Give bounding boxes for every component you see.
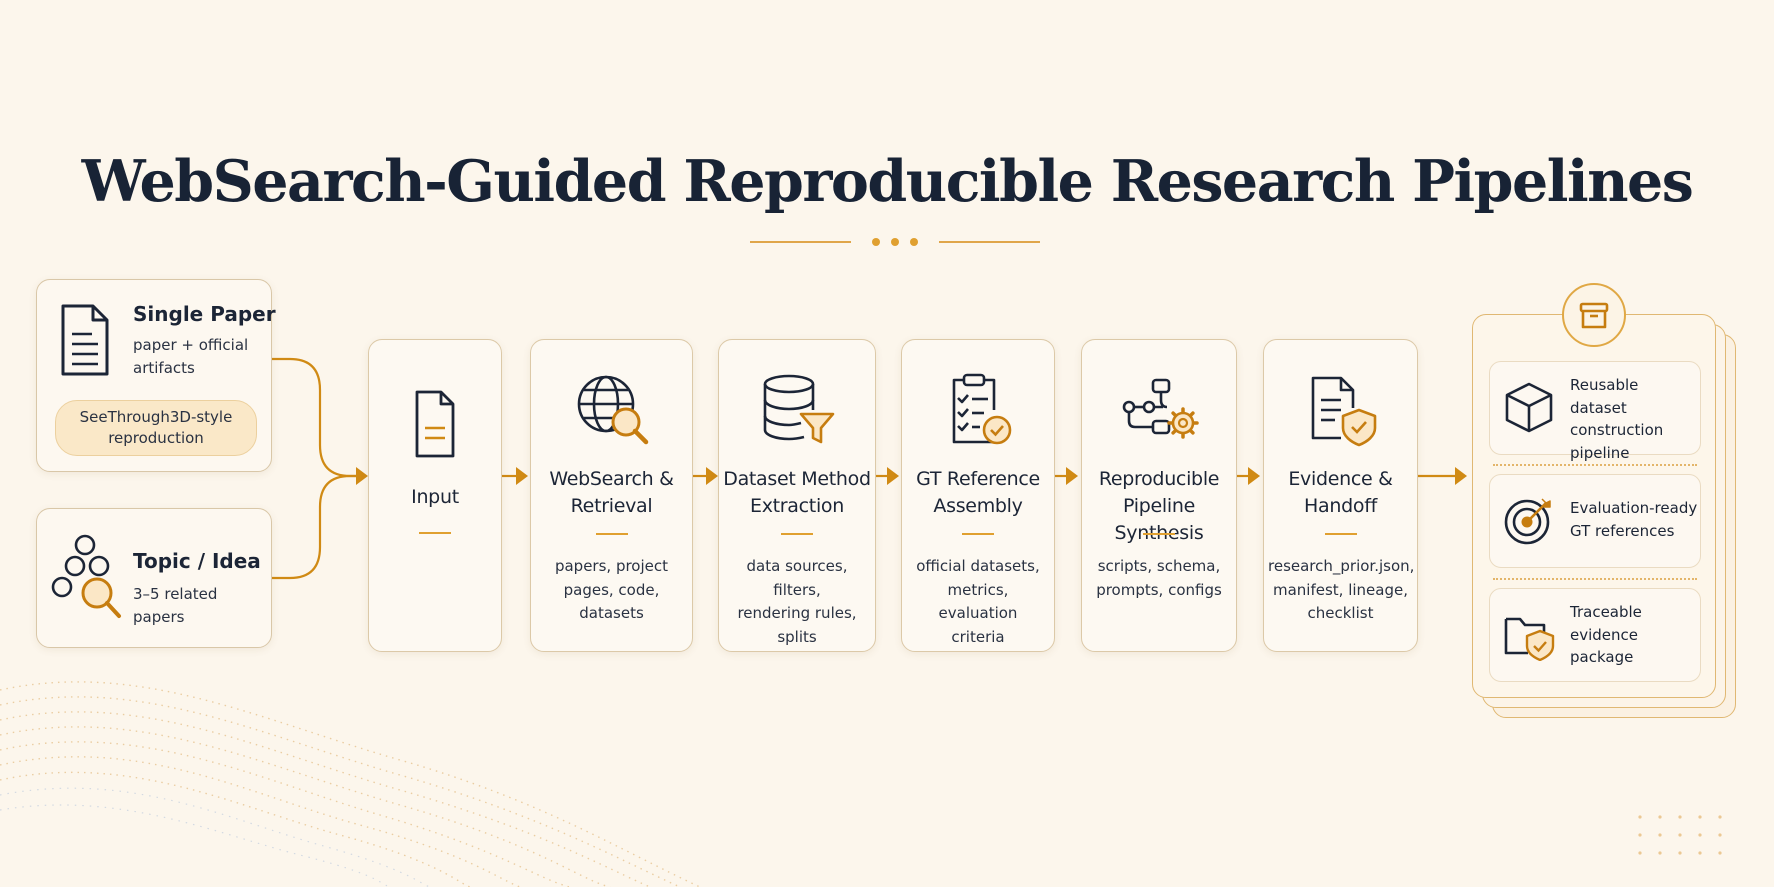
card-title: Single Paper [133,302,276,326]
card-description: paper + official artifacts [133,336,249,377]
step-title: Dataset Method Extraction [723,468,871,517]
step-title: Reproducible Pipeline Synthesis [1098,468,1220,544]
output-label: Evaluation-ready GT references [1570,499,1698,540]
output-panel: Reusable dataset construction pipeline E… [1472,283,1740,728]
divider [1493,578,1697,580]
step-separator [1324,533,1357,535]
workflow-gear-icon [1122,378,1199,439]
step-websearch-retrieval: WebSearch & Retrieval papers, project pa… [530,339,693,652]
output-item-evidence-package: Traceable evidence package [1489,588,1701,682]
step-title: GT Reference Assembly [916,468,1040,517]
step-description: official datasets, metrics, evaluation c… [916,557,1040,646]
target-icon [1504,498,1551,545]
reproduction-pill: SeeThrough3D-style reproduction [55,400,257,456]
step-description: scripts, schema, prompts, configs [1096,557,1222,599]
output-item-gt-references: Evaluation-ready GT references [1489,474,1701,568]
step-reproducible-pipeline-synthesis: Reproducible Pipeline Synthesis scripts,… [1081,339,1237,652]
step-evidence-handoff: Evidence & Handoff research_prior.json, … [1263,339,1418,652]
output-label: Traceable evidence package [1570,603,1642,666]
step-title: Evidence & Handoff [1288,468,1393,517]
step-input: Input [368,339,502,652]
output-item-pipeline: Reusable dataset construction pipeline [1489,361,1701,462]
page-title: WebSearch-Guided Reproducible Research P… [81,148,1694,215]
output-card: Reusable dataset construction pipeline E… [1472,283,1716,698]
document-shield-icon [1311,376,1376,447]
clipboard-check-icon [952,373,1012,445]
step-separator [595,533,628,535]
step-separator [781,533,813,535]
step-title: WebSearch & Retrieval [549,468,674,517]
archive-box-icon [1562,283,1626,347]
step-separator [1143,533,1175,535]
step-gt-reference-assembly: GT Reference Assembly official datasets,… [901,339,1055,652]
output-label: Reusable dataset construction pipeline [1570,376,1664,462]
step-dataset-method-extraction: Dataset Method Extraction data sources, … [718,339,876,652]
divider [1493,464,1697,466]
globe-search-icon [577,375,648,445]
database-filter-icon [763,374,835,444]
card-title: Topic / Idea [133,549,261,573]
step-title: Input [411,486,459,508]
step-separator [419,532,451,534]
folder-shield-icon [1504,617,1555,661]
cube-icon [1505,382,1553,433]
input-card-topic-idea: Topic / Idea 3–5 related papers [36,508,272,648]
title-divider [750,238,1040,246]
card-description: 3–5 related papers [133,585,218,626]
document-icon [415,390,455,458]
circles-search-icon [51,534,121,618]
step-description: data sources, filters, rendering rules, … [737,557,857,646]
step-description: papers, project pages, code, datasets [554,557,669,622]
document-icon [61,304,109,376]
input-card-single-paper: Single Paper paper + official artifacts … [36,279,276,472]
step-description: research_prior.json, manifest, lineage, … [1268,557,1415,622]
step-separator [962,533,994,535]
